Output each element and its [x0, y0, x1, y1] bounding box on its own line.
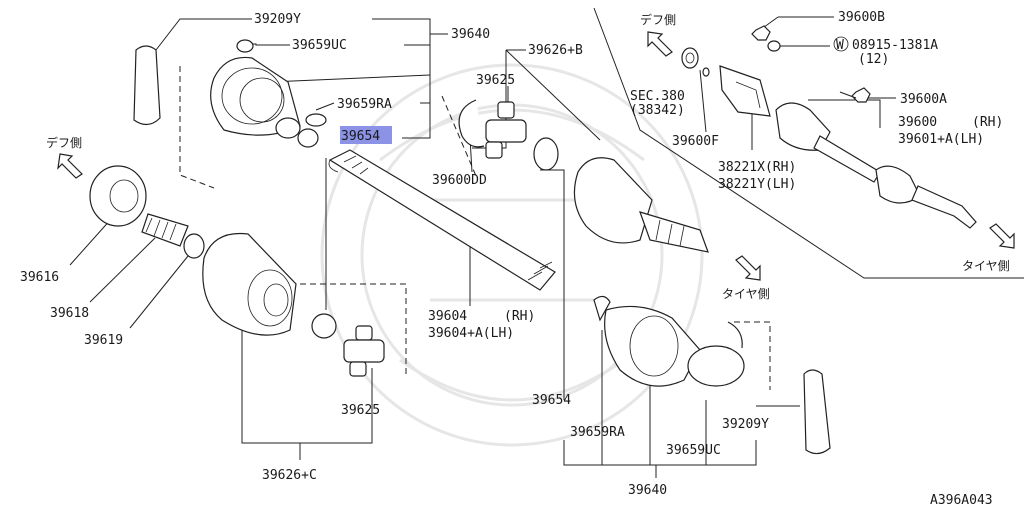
- label-39604a-lh[interactable]: 39604+A(LH): [428, 326, 514, 341]
- part-spider-top-39625: [485, 101, 527, 159]
- label-tire-side-right: タイヤ側: [962, 259, 1010, 273]
- arrow-diff-right: [647, 31, 673, 57]
- label-39600dd[interactable]: 39600DD: [432, 173, 487, 188]
- part-boot-band-right: [803, 369, 831, 455]
- part-spring-39618: [141, 213, 189, 247]
- part-flange-38221: [719, 65, 771, 117]
- part-labels: 39209Y 39659UC 39640 39626+B 39625 39659…: [20, 10, 1003, 508]
- label-39654-bottom[interactable]: 39654: [532, 393, 571, 408]
- label-39654-top[interactable]: 39654: [341, 129, 380, 144]
- label-08915[interactable]: 08915-1381A: [852, 38, 938, 53]
- label-diff-side-right: デフ側: [640, 12, 676, 27]
- label-38221x[interactable]: 38221X(RH): [718, 160, 796, 175]
- part-nut-39600b: [751, 25, 771, 41]
- label-39600b[interactable]: 39600B: [838, 10, 885, 25]
- part-ring-bottom-39654: [311, 313, 337, 339]
- label-08915-qty: (12): [858, 52, 889, 67]
- label-tire-side-mid: タイヤ側: [722, 287, 770, 301]
- callout-lines: [69, 7, 1024, 478]
- part-ring-39619: [183, 233, 205, 259]
- label-39640-top[interactable]: 39640: [451, 27, 490, 42]
- part-boot-left: [210, 39, 301, 139]
- part-shaft-39604: [328, 149, 556, 291]
- arrow-diff-left: [57, 153, 83, 179]
- label-39600f[interactable]: 39600F: [672, 134, 719, 149]
- label-39659ra-top[interactable]: 39659RA: [337, 97, 392, 112]
- w-mark-circle: [833, 36, 849, 52]
- label-39659ra-bottom[interactable]: 39659RA: [570, 425, 625, 440]
- part-snap-ring-39600dd: [458, 99, 485, 148]
- part-bearing-sec380: [681, 47, 710, 77]
- label-w-mark: W: [836, 38, 844, 53]
- part-outer-joint-39626b: [573, 157, 709, 253]
- dashed-guides: [179, 66, 771, 390]
- label-38221y[interactable]: 38221Y(LH): [718, 177, 796, 192]
- part-bolt-39600a: [839, 87, 871, 103]
- label-sec380-ref: (38342): [630, 103, 685, 118]
- label-39626c[interactable]: 39626+C: [262, 468, 317, 483]
- label-39209y-bottom[interactable]: 39209Y: [722, 417, 769, 432]
- part-spider-bottom-39625: [343, 325, 385, 377]
- label-39659uc-bottom[interactable]: 39659UC: [666, 443, 721, 458]
- part-washer-08915: [767, 40, 781, 52]
- part-axle-39600: [775, 102, 977, 229]
- label-diff-side-left: デフ側: [46, 135, 82, 150]
- label-39209y-top[interactable]: 39209Y: [254, 12, 301, 27]
- label-39601a-lh[interactable]: 39601+A(LH): [898, 132, 984, 147]
- label-39600-rh[interactable]: 39600: [898, 115, 937, 130]
- arrow-tire-right: [989, 223, 1015, 249]
- label-diagram-id: A396A043: [930, 493, 993, 508]
- label-39600a[interactable]: 39600A: [900, 92, 947, 107]
- part-housing-39626c: [202, 232, 297, 336]
- part-boot-band-left: [133, 45, 161, 126]
- part-boot-right: [593, 295, 745, 387]
- highlight-box: [340, 126, 392, 144]
- label-39604-rh-side: (RH): [504, 309, 535, 324]
- arrow-tire-mid: [735, 255, 761, 281]
- label-39640-bottom[interactable]: 39640: [628, 483, 667, 498]
- label-39625-top[interactable]: 39625: [476, 73, 515, 88]
- part-small-ring-39659ra: [297, 113, 327, 148]
- label-39619[interactable]: 39619: [84, 333, 123, 348]
- label-39616[interactable]: 39616: [20, 270, 59, 285]
- label-39625-bottom[interactable]: 39625: [341, 403, 380, 418]
- label-39659uc-top[interactable]: 39659UC: [292, 38, 347, 53]
- direction-labels: デフ側 デフ側 タイヤ側 タイヤ側: [46, 12, 1010, 301]
- label-39604-rh[interactable]: 39604: [428, 309, 467, 324]
- label-39618[interactable]: 39618: [50, 306, 89, 321]
- part-housing-39616: [89, 165, 147, 227]
- label-39626b[interactable]: 39626+B: [528, 43, 583, 58]
- label-sec380[interactable]: SEC.380: [630, 89, 685, 104]
- label-39600-rh-side: (RH): [972, 115, 1003, 130]
- part-ring-right-39654: [533, 137, 559, 171]
